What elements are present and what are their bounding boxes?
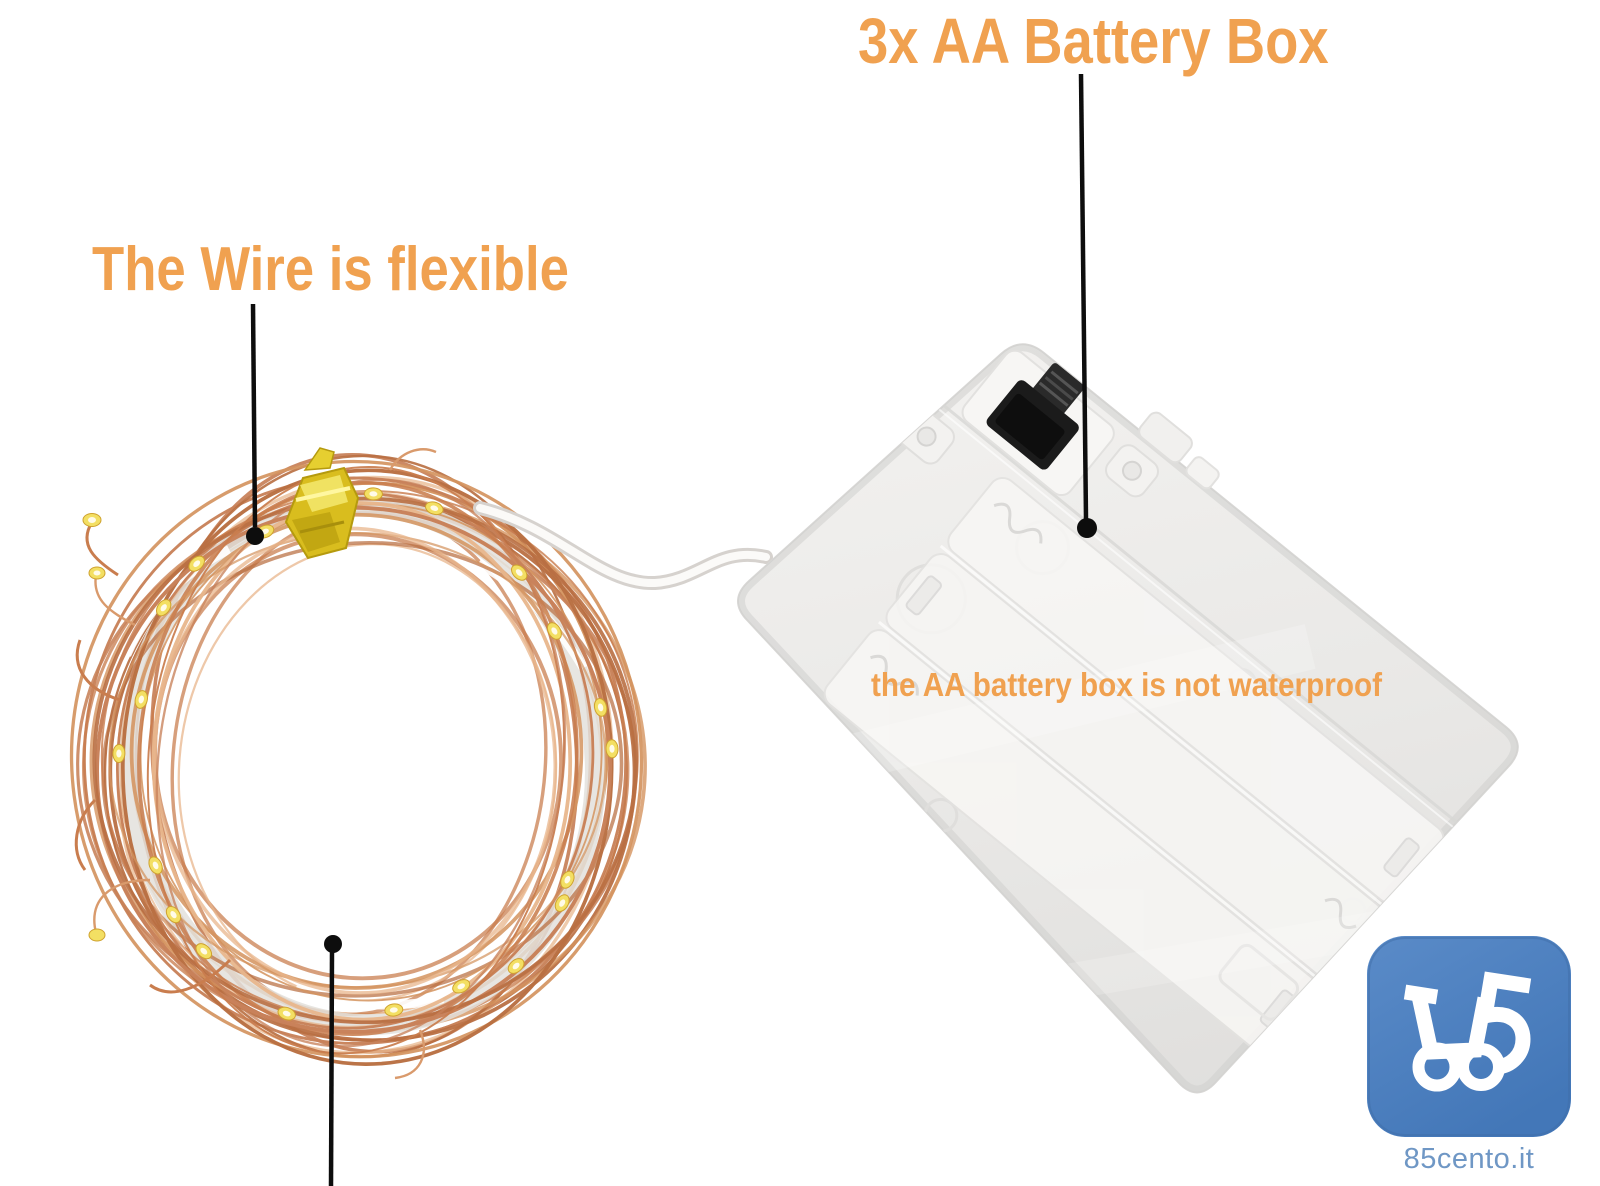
led-chip bbox=[134, 690, 148, 709]
led-chip bbox=[165, 905, 182, 924]
copper-wire-strand bbox=[137, 480, 579, 1037]
led-chip bbox=[425, 501, 444, 516]
led-chip bbox=[593, 698, 608, 717]
led-chip bbox=[511, 564, 528, 581]
site-logo: 85cento.it bbox=[1367, 936, 1571, 1176]
led-chip bbox=[554, 894, 570, 912]
led-chip bbox=[277, 1006, 296, 1021]
copper-wire-strand bbox=[155, 478, 567, 1048]
cart-5-logo-icon bbox=[1367, 936, 1571, 1137]
gold-twist-tie bbox=[284, 447, 360, 560]
pointer-dot-wire bbox=[246, 527, 264, 545]
led-chip bbox=[195, 943, 213, 960]
pointer-line-wire bbox=[250, 303, 258, 528]
pointer-dot-battery-box bbox=[1077, 518, 1097, 538]
led-chip bbox=[82, 513, 106, 942]
copper-wire-strand bbox=[116, 492, 595, 1030]
led-string-coil bbox=[69, 447, 647, 1080]
site-name: 85cento.it bbox=[1403, 1143, 1535, 1175]
stray-wire-ends bbox=[74, 448, 437, 1080]
copper-wire-strand bbox=[108, 531, 607, 989]
led-chip bbox=[605, 739, 619, 759]
led-chip bbox=[546, 622, 562, 640]
coil-led-chips bbox=[112, 487, 619, 1021]
pointer-line-led bbox=[328, 950, 335, 1186]
battery-box-label: 3x AA Battery Box bbox=[858, 5, 1329, 77]
led-chip bbox=[156, 599, 172, 617]
wire-label: The Wire is flexible bbox=[92, 235, 569, 304]
led-chip bbox=[188, 555, 205, 572]
led-chip bbox=[384, 1003, 404, 1017]
led-chip bbox=[560, 870, 575, 889]
power-switch bbox=[961, 349, 1115, 497]
led-chip bbox=[112, 744, 126, 763]
led-chip bbox=[148, 856, 163, 875]
led-chip bbox=[452, 979, 471, 994]
annotation-pointers bbox=[246, 73, 1097, 1186]
connector-cable bbox=[473, 501, 773, 591]
lid-clasp bbox=[1138, 411, 1220, 490]
pointer-dot-led bbox=[324, 935, 342, 953]
pointer-line-battery-box bbox=[1078, 73, 1089, 520]
battery-box bbox=[737, 343, 1519, 1094]
copper-wire-strand bbox=[95, 505, 612, 1034]
led-chip bbox=[507, 958, 525, 974]
led-chip bbox=[363, 487, 383, 501]
waterproof-note: the AA battery box is not waterproof bbox=[871, 666, 1383, 703]
